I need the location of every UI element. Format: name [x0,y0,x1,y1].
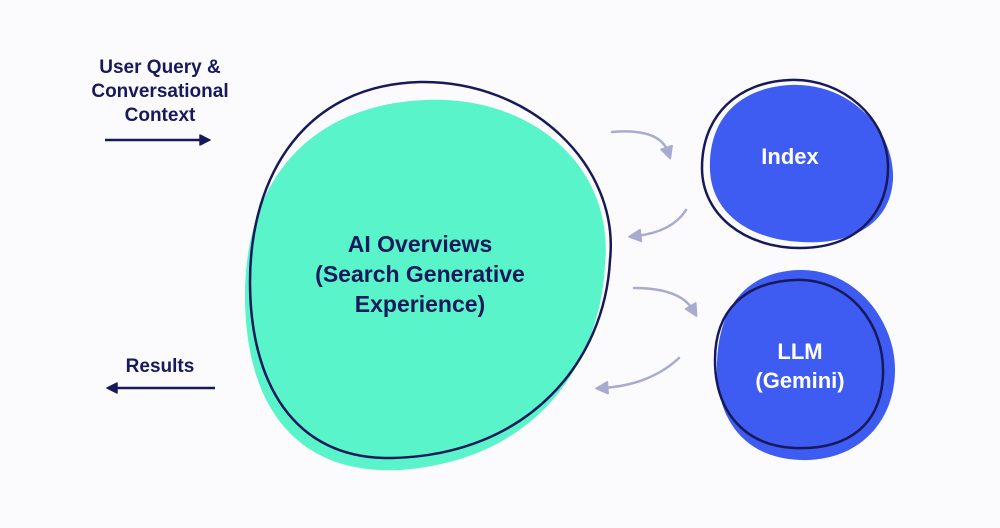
llm-label-line2: (Gemini) [755,367,845,393]
llm-label-line1: LLM [777,339,823,364]
index-blob-fill [709,84,894,243]
center-label-line3: Experience) [354,290,486,317]
connector-from-llm [595,356,681,395]
results-label: Results [125,356,195,377]
center-label-line2: (Search Generative [315,260,525,287]
connector-to-llm [632,286,698,317]
ai-overviews-label: AI Overviews (Search Generative Experien… [275,230,565,320]
connector-from-index [628,208,688,243]
index-label: Index [761,144,819,169]
connector-to-index [610,130,673,160]
llm-label: LLM (Gemini) [740,338,860,395]
ai-overviews-blob-fill [245,99,606,471]
input-label-line1: User Query & [99,57,221,78]
center-label-line1: AI Overviews [347,231,493,257]
ai-overviews-blob-outline [248,80,613,460]
input-label: User Query & Conversational Context [60,56,260,127]
input-label-line3: Context [124,104,196,126]
llm-blob-outline [713,278,885,450]
index-blob-outline [700,78,890,250]
llm-blob-fill [716,269,895,461]
input-label-line2: Conversational [91,80,229,102]
